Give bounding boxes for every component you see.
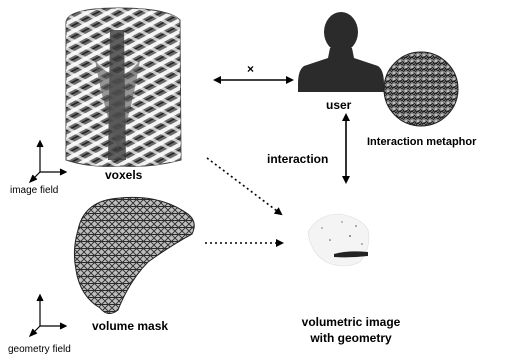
interaction-metaphor-sphere — [384, 52, 458, 126]
interaction-metaphor-label: Interaction metaphor — [367, 136, 477, 148]
user-label: user — [326, 98, 352, 112]
voxels-image — [66, 8, 181, 166]
voxels-label: voxels — [105, 168, 143, 182]
volumetric-image-label-line2: with geometry — [309, 331, 392, 345]
image-field-axes-icon — [30, 141, 66, 182]
voxels-volumetric-dotted-arrow — [207, 158, 281, 214]
volume-mask-mesh — [74, 197, 194, 313]
volumetric-image-label-line1: volumetric image — [302, 315, 401, 329]
volumetric-image — [308, 214, 369, 266]
cross-label: × — [247, 62, 254, 76]
geometry-field-axes-icon — [30, 295, 66, 336]
geometry-field-label: geometry field — [8, 344, 71, 355]
interaction-label: interaction — [267, 152, 328, 166]
user-icon — [298, 12, 384, 92]
volume-mask-label: volume mask — [92, 319, 168, 333]
image-field-label: image field — [10, 185, 58, 196]
